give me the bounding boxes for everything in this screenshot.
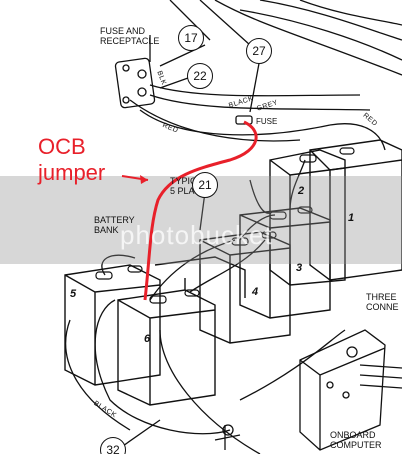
ocb-annotation-line1: OCB <box>38 134 86 159</box>
battery-number-3: 3 <box>296 262 303 274</box>
label-three-connector: THREE CONNE <box>366 292 399 312</box>
watermark-text: photobucket <box>120 220 273 250</box>
battery-number-5: 5 <box>70 288 77 300</box>
label-fuse-receptacle: FUSE AND RECEPTACLE <box>100 26 160 46</box>
label-battery-bank: BATTERY BANK <box>94 215 135 235</box>
label-fuse: FUSE <box>256 117 278 126</box>
callout-17: 17 <box>178 25 204 51</box>
battery-number-2: 2 <box>298 185 305 197</box>
battery-number-6: 6 <box>144 333 151 345</box>
ocb-annotation-line2: jumper <box>38 160 106 185</box>
battery-number-1: 1 <box>348 212 355 224</box>
callout-22: 22 <box>187 63 213 89</box>
callout-32: 32 <box>100 437 126 454</box>
label-onboard-computer: ONBOARD COMPUTER <box>330 430 382 450</box>
battery-number-4: 4 <box>252 286 259 298</box>
callout-21: 21 <box>192 172 218 198</box>
ocb-jumper-wire <box>143 120 258 301</box>
callout-27: 27 <box>246 38 272 64</box>
